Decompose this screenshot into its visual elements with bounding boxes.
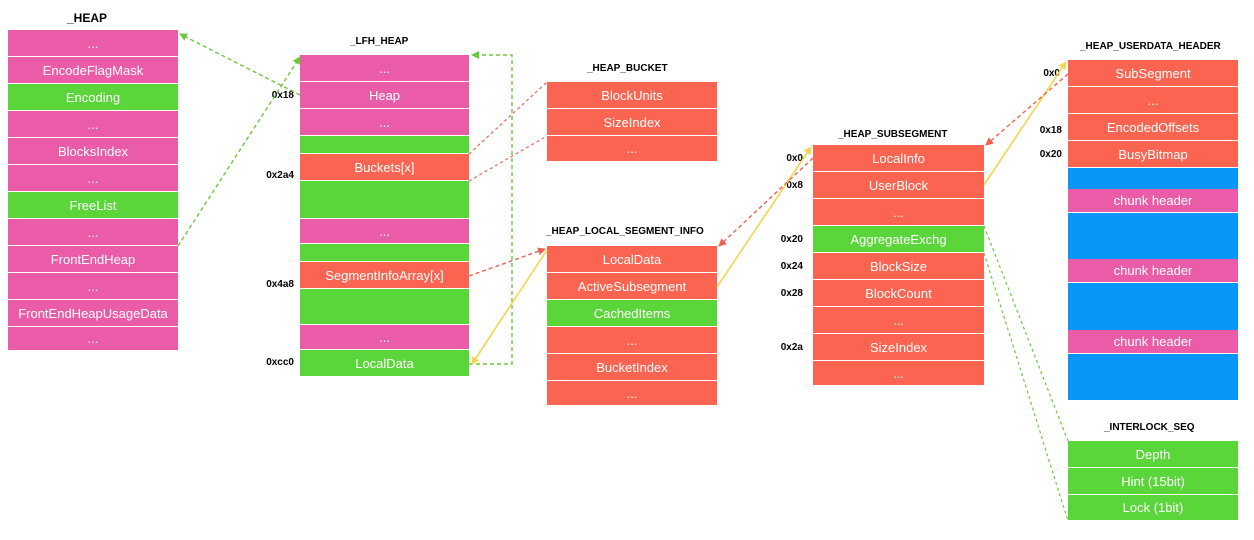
lsi-field: ...: [547, 327, 717, 354]
interlock-field: Lock (1bit): [1068, 495, 1238, 521]
heap-field: ...: [8, 327, 178, 351]
subsegment-field: AggregateExchg: [813, 226, 984, 253]
offset-label: 0xcc0: [266, 357, 294, 368]
frontendheap-link: [177, 56, 301, 247]
heap-field: ...: [8, 273, 178, 300]
subsegment-field: SizeIndex: [813, 334, 984, 361]
offset-label: 0x20: [780, 234, 803, 245]
subsegment-field: BlockCount: [813, 280, 984, 307]
subsegment-field: LocalInfo: [813, 145, 984, 172]
chunk-header: chunk header: [1068, 189, 1238, 213]
offset-label: 0x2a4: [266, 170, 294, 181]
userdata-field: EncodedOffsets: [1068, 114, 1238, 141]
subsegment-title: _HEAP_SUBSEGMENT: [838, 129, 948, 140]
bucket-field: ...: [547, 136, 717, 162]
subsegment-field: ...: [813, 199, 984, 226]
bucket-field: BlockUnits: [547, 82, 717, 109]
interlock-field: Depth: [1068, 441, 1238, 468]
buckets-link: [468, 135, 548, 182]
buckets-link: [468, 81, 548, 155]
userdata-field: SubSegment: [1068, 60, 1238, 87]
aggregateexchg-link: [983, 252, 1069, 522]
lfh-field: ...: [300, 325, 469, 350]
offset-label: 0x2a: [780, 342, 803, 353]
userdata-field: ...: [1068, 87, 1238, 114]
offset-label: 0x0: [1043, 68, 1060, 79]
lsi-field: ActiveSubsegment: [547, 273, 717, 300]
lfh-field: [300, 136, 469, 154]
offset-label: 0x8: [786, 180, 803, 191]
userdata-field: BusyBitmap: [1068, 141, 1238, 168]
heap-field: ...: [8, 111, 178, 138]
heap-field: FrontEndHeap: [8, 246, 178, 273]
userblock-link: [983, 61, 1067, 186]
lfh-field: [300, 181, 469, 219]
offset-label: 0x18: [271, 90, 294, 101]
offset-label: 0x4a8: [266, 279, 294, 290]
heap-backlink: [179, 33, 301, 96]
local-segment-info-title: _HEAP_LOCAL_SEGMENT_INFO: [546, 226, 704, 237]
offset-label: 0x20: [1039, 149, 1062, 160]
subsegment-field: ...: [813, 307, 984, 334]
lfh-field: LocalData: [300, 350, 469, 377]
lsi-field: ...: [547, 381, 717, 406]
lsi-field: BucketIndex: [547, 354, 717, 381]
lfh-field: [300, 244, 469, 262]
offset-label: 0x0: [786, 153, 803, 164]
subsegment-field: BlockSize: [813, 253, 984, 280]
subsegment-field: UserBlock: [813, 172, 984, 199]
lsi-field: CachedItems: [547, 300, 717, 327]
bucket-field: SizeIndex: [547, 109, 717, 136]
localdata-loop: [469, 51, 513, 365]
lfh-field: ...: [300, 109, 469, 136]
heap-field: ...: [8, 219, 178, 246]
lfh-field: [300, 289, 469, 325]
offset-label: 0x28: [780, 288, 803, 299]
lfh-field: Heap: [300, 82, 469, 109]
chunk-header: chunk header: [1068, 259, 1238, 283]
subsegment-backlink: [985, 73, 1069, 146]
heap-field: ...: [8, 165, 178, 192]
lfh-field: ...: [300, 55, 469, 82]
segmentinfo-link: [468, 247, 546, 277]
lfh-heap-title: _LFH_HEAP: [350, 36, 409, 47]
offset-label: 0x18: [1039, 125, 1062, 136]
heap-field: EncodeFlagMask: [8, 57, 178, 84]
heap-bucket-title: _HEAP_BUCKET: [587, 63, 668, 74]
lfh-field: Buckets[x]: [300, 154, 469, 181]
heap-field: FrontEndHeapUsageData: [8, 300, 178, 327]
offset-label: 0x24: [780, 261, 803, 272]
lfh-field: ...: [300, 219, 469, 244]
heap-title: _HEAP: [67, 11, 108, 25]
heap-field: Encoding: [8, 84, 178, 111]
subsegment-field: ...: [813, 361, 984, 386]
interlock-field: Hint (15bit): [1068, 468, 1238, 495]
heap-field: BlocksIndex: [8, 138, 178, 165]
activesubsegment-link: [716, 146, 812, 288]
aggregateexchg-link: [983, 225, 1069, 442]
lsi-localdata-link: [471, 249, 548, 365]
interlock-seq-title: _INTERLOCK_SEQ: [1104, 422, 1195, 433]
heap-field: FreeList: [8, 192, 178, 219]
userdata-header-title: _HEAP_USERDATA_HEADER: [1080, 41, 1221, 52]
heap-field: ...: [8, 30, 178, 57]
chunk-header: chunk header: [1068, 330, 1238, 354]
lsi-field: LocalData: [547, 246, 717, 273]
lfh-field: SegmentInfoArray[x]: [300, 262, 469, 289]
localinfo-link: [718, 157, 814, 247]
